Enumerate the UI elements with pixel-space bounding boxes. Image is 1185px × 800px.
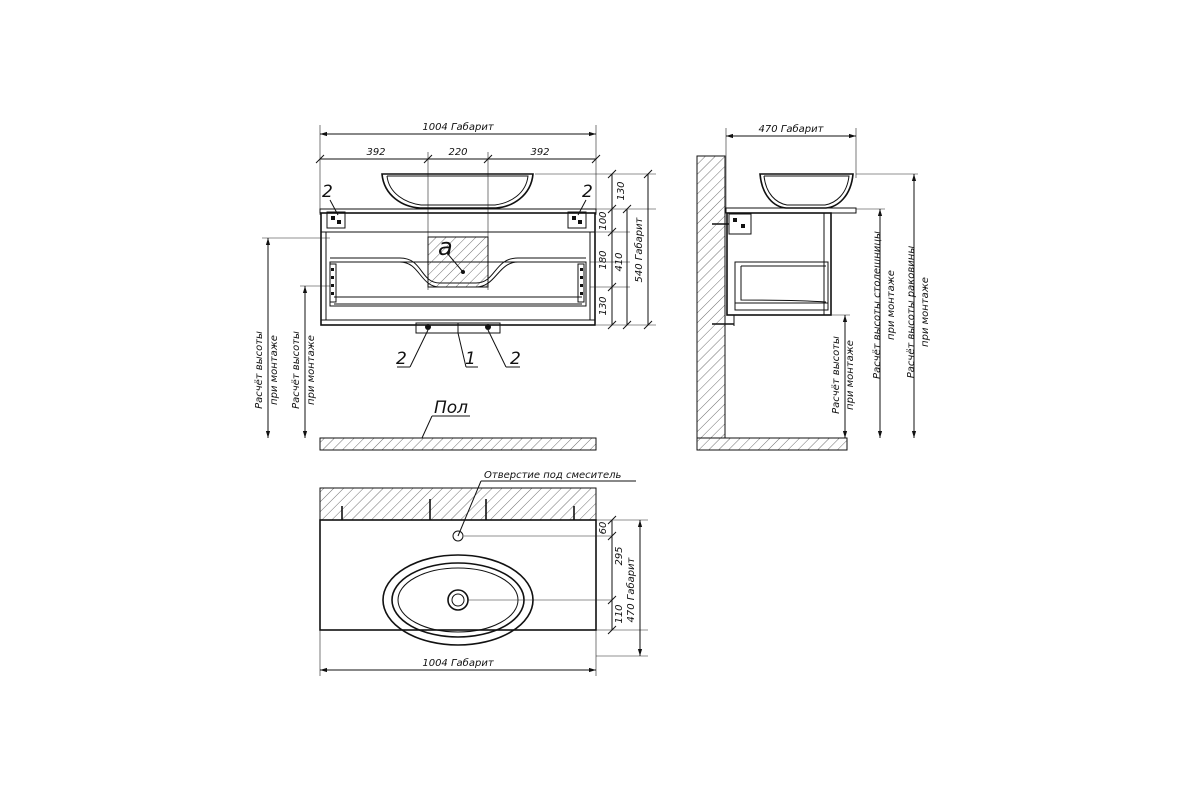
side-view: 470 Габарит Расчёт высоты при монтаже Ра… <box>696 123 931 451</box>
mixer-hole <box>452 530 464 542</box>
wall-hatch <box>696 155 726 439</box>
side-label-3b: при монтаже <box>920 277 931 347</box>
side-label-2b: при монтаже <box>886 270 897 340</box>
floor-hatch <box>319 437 597 451</box>
vessel-sink-side <box>759 173 854 209</box>
side-bracket <box>728 213 752 235</box>
height-calc-2-label: Расчёт высоты <box>291 331 302 409</box>
height-calc-1-sub: при монтаже <box>269 335 280 405</box>
callout-2-bottom-left: 2 <box>396 349 407 369</box>
dim-410: 410 <box>614 252 625 271</box>
cabinet-side <box>726 212 832 316</box>
height-calc-2-sub: при монтаже <box>306 335 317 405</box>
side-label-3a: Расчёт высоты раковины <box>906 246 917 379</box>
mixer-hole-label: Отверстие под смеситель <box>484 470 622 481</box>
countertop-plan <box>319 519 597 631</box>
dim-110: 110 <box>614 604 625 623</box>
front-seg-right: 392 <box>530 147 549 158</box>
top-overall-width: 1004 Габарит <box>422 657 494 669</box>
height-calc-1-label: Расчёт высоты <box>254 331 265 409</box>
dim-540-overall: 540 Габарит <box>633 216 645 282</box>
side-floor-hatch <box>696 437 848 451</box>
top-view: Отверстие под смеситель 60 295 110 470 Г… <box>319 470 648 676</box>
dim-60: 60 <box>598 522 609 535</box>
dim-130-bottom: 130 <box>598 296 609 315</box>
drain-icon <box>447 589 469 611</box>
dim-130-top: 130 <box>616 181 627 200</box>
callout-1: 1 <box>465 349 476 369</box>
side-label-2a: Расчёт высоты столешницы <box>872 231 883 379</box>
front-seg-mid: 220 <box>448 147 467 158</box>
callout-2-top-right: 2 <box>582 182 593 202</box>
top-wall-hatch <box>319 487 597 521</box>
dim-100: 100 <box>598 211 609 230</box>
callout-2-top-left: 2 <box>322 182 333 202</box>
vessel-sink-front <box>381 173 534 209</box>
side-label-1a: Расчёт высоты <box>831 336 842 414</box>
top-overall-depth: 470 Габарит <box>625 556 637 622</box>
side-overall-depth: 470 Габарит <box>759 123 825 135</box>
front-view: 1004 Габарит 392 220 392 <box>254 121 656 451</box>
dim-180: 180 <box>598 250 609 269</box>
floor-label: Пол <box>434 398 468 418</box>
bracket-top-left <box>326 211 346 229</box>
front-seg-left: 392 <box>366 147 385 158</box>
front-overall-width: 1004 Габарит <box>422 121 494 133</box>
side-drawer <box>734 261 829 311</box>
callout-a: а <box>438 233 453 261</box>
side-label-1b: при монтаже <box>845 340 856 410</box>
bracket-top-right <box>567 211 587 229</box>
dim-295: 295 <box>614 546 625 565</box>
siphon-zone <box>427 236 489 288</box>
callout-2-bottom-right: 2 <box>510 349 521 369</box>
